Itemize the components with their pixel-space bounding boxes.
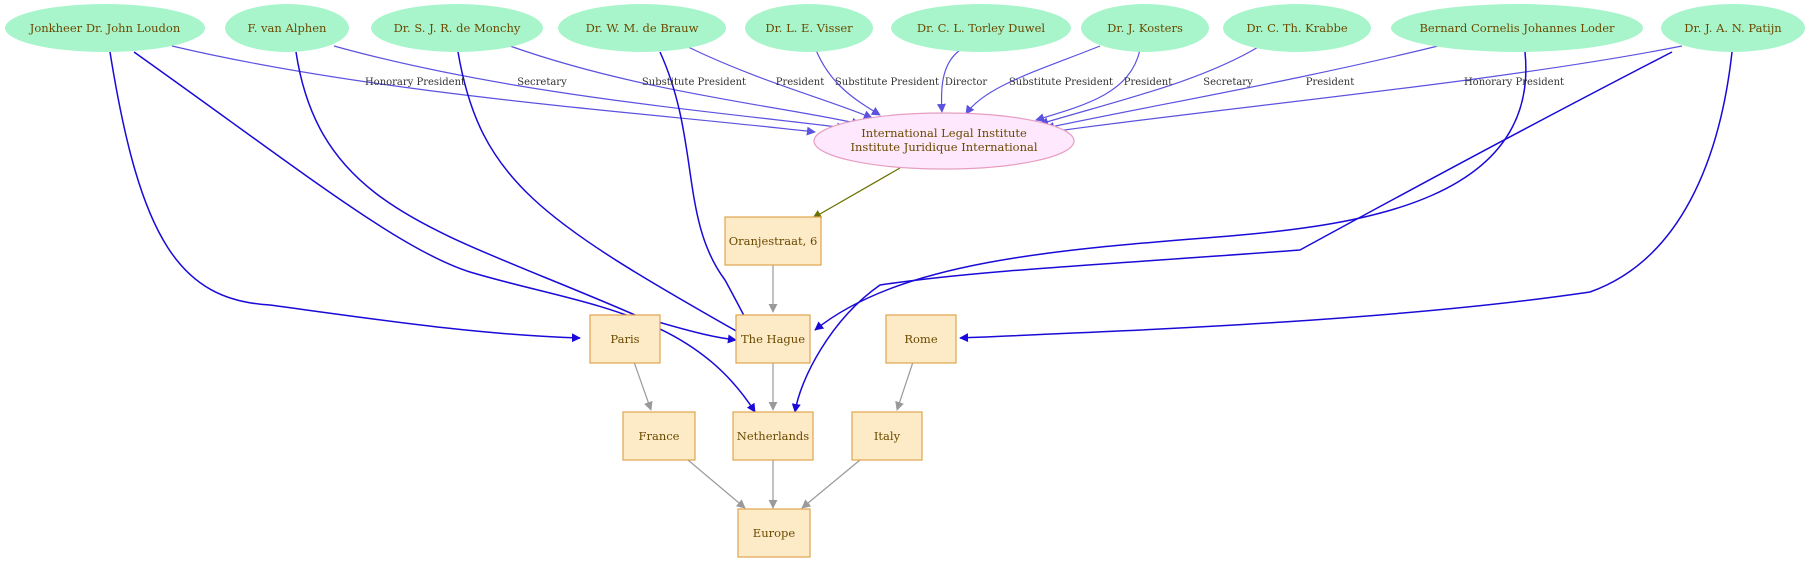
person-label-alphen: F. van Alphen — [248, 21, 327, 35]
edge-loc-alphen-hague — [295, 51, 737, 344]
person-node-duwel[interactable]: Dr. C. L. Torley Duwel — [891, 4, 1071, 52]
edge-label-loudon: Honorary President — [365, 77, 465, 88]
edge-loc-patijn-rome — [959, 51, 1733, 343]
edge-role-monchy — [509, 45, 861, 127]
edge-loc-monchy-hague — [457, 51, 746, 337]
edge-loc-loder-hague — [814, 51, 1527, 331]
edge-geo-rome-italy — [895, 361, 914, 411]
edge-role-duwel — [936, 49, 961, 113]
edge-loc-patijn-netherlands — [791, 51, 1673, 413]
edge-label-patijn: Honorary President — [1464, 77, 1564, 88]
person-label-monchy: Dr. S. J. R. de Monchy — [394, 21, 521, 35]
person-node-loder[interactable]: Bernard Cornelis Johannes Loder — [1391, 4, 1643, 52]
institute-node[interactable]: International Legal Institute Institute … — [813, 112, 1075, 170]
edge-label-kosters-2: President — [1124, 77, 1173, 88]
edge-label-monchy: Substitute President — [642, 77, 746, 88]
place-label-oranjestraat: Oranjestraat, 6 — [729, 234, 818, 248]
place-node-oranjestraat[interactable]: Oranjestraat, 6 — [724, 216, 822, 266]
person-node-kosters[interactable]: Dr. J. Kosters — [1081, 4, 1209, 52]
place-node-europe[interactable]: Europe — [737, 508, 811, 558]
place-label-paris: Paris — [610, 332, 639, 346]
edge-role-visser — [815, 49, 881, 116]
person-label-loudon: Jonkheer Dr. John Loudon — [29, 21, 181, 35]
edge-label-alphen: Secretary — [517, 77, 567, 88]
person-label-brauw: Dr. W. M. de Brauw — [586, 21, 699, 35]
place-label-france: France — [639, 429, 680, 443]
edge-role-brauw — [685, 45, 873, 119]
institute-label-line-1: International Legal Institute — [861, 126, 1027, 140]
edge-label-duwel: Director — [945, 77, 988, 88]
edge-loc-brauw-hague — [659, 51, 756, 337]
edge-label-brauw: President — [776, 77, 825, 88]
place-label-hague: The Hague — [741, 332, 805, 346]
place-node-italy[interactable]: Italy — [851, 411, 923, 461]
person-label-krabbe: Dr. C. Th. Krabbe — [1246, 21, 1348, 35]
nodes: Jonkheer Dr. John Loudon F. van Alphen D… — [5, 4, 1805, 558]
edge-role-alphen — [333, 45, 846, 132]
edge-role-krabbe — [1039, 45, 1261, 126]
place-label-netherlands: Netherlands — [737, 429, 810, 443]
edge-loc-loudon-netherlands — [133, 51, 756, 413]
person-label-patijn: Dr. J. A. N. Patijn — [1684, 21, 1782, 35]
place-label-rome: Rome — [904, 332, 937, 346]
person-label-visser: Dr. L. E. Visser — [765, 21, 853, 35]
edge-label-krabbe: Secretary — [1203, 77, 1253, 88]
edge-role-kosters-2 — [1035, 49, 1141, 123]
edge-label-loder: President — [1306, 77, 1355, 88]
person-node-patijn[interactable]: Dr. J. A. N. Patijn — [1661, 4, 1805, 52]
person-label-loder: Bernard Cornelis Johannes Loder — [1419, 21, 1615, 35]
edges — [109, 45, 1733, 509]
edge-geo-france-europe — [687, 459, 746, 509]
person-node-visser[interactable]: Dr. L. E. Visser — [745, 4, 873, 52]
person-node-alphen[interactable]: F. van Alphen — [225, 4, 349, 52]
edge-address-ili-oranjestraat — [812, 167, 901, 219]
edge-geo-paris-france — [633, 361, 653, 411]
edge-label-kosters-1: Substitute President — [1009, 77, 1113, 88]
place-node-rome[interactable]: Rome — [885, 314, 957, 364]
edge-label-visser: Substitute President — [835, 77, 939, 88]
edge-labels: Honorary President Secretary Substitute … — [365, 77, 1564, 88]
edge-role-patijn — [1049, 45, 1683, 136]
place-node-france[interactable]: France — [622, 411, 696, 461]
edge-role-loder — [1045, 45, 1439, 131]
person-node-brauw[interactable]: Dr. W. M. de Brauw — [558, 4, 726, 52]
person-node-loudon[interactable]: Jonkheer Dr. John Loudon — [5, 4, 205, 52]
place-label-italy: Italy — [874, 429, 901, 443]
edge-role-loudon — [171, 45, 816, 136]
edge-geo-italy-europe — [801, 459, 861, 509]
person-node-krabbe[interactable]: Dr. C. Th. Krabbe — [1223, 4, 1371, 52]
institute-label-line-2: Institute Juridique International — [850, 140, 1037, 154]
edge-loc-loudon-paris — [109, 51, 581, 343]
place-node-netherlands[interactable]: Netherlands — [732, 411, 814, 461]
person-label-kosters: Dr. J. Kosters — [1107, 21, 1183, 35]
person-node-monchy[interactable]: Dr. S. J. R. de Monchy — [371, 4, 543, 52]
place-node-hague[interactable]: The Hague — [735, 314, 811, 364]
place-node-paris[interactable]: Paris — [589, 314, 661, 364]
place-label-europe: Europe — [753, 526, 796, 540]
person-label-duwel: Dr. C. L. Torley Duwel — [917, 21, 1046, 35]
edge-role-kosters-1 — [965, 45, 1101, 115]
